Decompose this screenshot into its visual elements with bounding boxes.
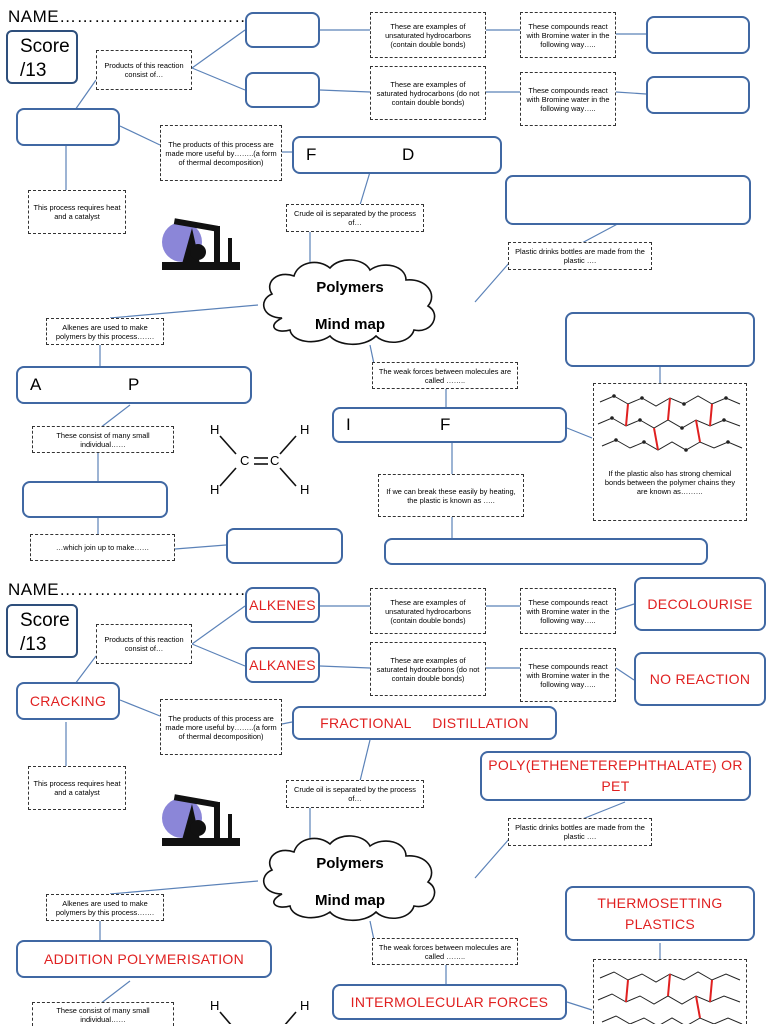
connector-lines-answers — [65, 603, 661, 1011]
note-crude-2: Crude oil is separated by the process of… — [286, 780, 424, 808]
atom-c1: C — [240, 453, 250, 468]
note-strong-bonds: If the plastic also has strong chemical … — [604, 469, 736, 496]
atom-h4: H — [300, 482, 310, 497]
hint-f2: F — [440, 415, 451, 434]
hint-i: I — [346, 415, 351, 434]
score-total: /13 — [20, 60, 47, 81]
answer-box-intermolecular-forces[interactable]: I F — [332, 407, 567, 443]
note-bromine-1-2: These compounds react with Bromine water… — [520, 588, 616, 634]
note-useful: The products of this process are made mo… — [160, 125, 282, 181]
note-bottles: Plastic drinks bottles are made from the… — [508, 242, 652, 270]
answer-cracking: CRACKING — [16, 682, 120, 720]
note-small: These consist of many small individual…… — [32, 426, 174, 453]
note-unsaturated: These are examples of unsaturated hydroc… — [370, 12, 486, 58]
note-small-2: These consist of many small individual…… — [32, 1002, 174, 1026]
score-total-2: /13 — [20, 634, 47, 655]
answer-box-polymer[interactable] — [226, 528, 343, 564]
answer-thermosetting: THERMOSETTING PLASTICS — [565, 886, 755, 941]
note-heat: This process requires heat and a catalys… — [28, 190, 126, 234]
polymer-chains-icon-2 — [597, 971, 743, 1024]
note-products-2: Products of this reaction consist of… — [96, 624, 192, 664]
name-label-2: NAME…………………………… — [8, 580, 252, 599]
answer-box-fractional-distillation[interactable]: F D — [292, 136, 502, 174]
polymer-network-image-2 — [593, 959, 747, 1024]
atom-h3: H — [210, 482, 220, 497]
polymer-chains-icon — [597, 394, 743, 452]
note-heat-2: This process requires heat and a catalys… — [28, 766, 126, 810]
note-saturated: These are examples of saturated hydrocar… — [370, 66, 486, 120]
note-weak-forces-2: The weak forces between molecules are ca… — [372, 938, 518, 965]
answer-box-addition-polymerisation[interactable]: A P — [16, 366, 252, 404]
answer-no-reaction: NO REACTION — [634, 652, 766, 706]
answer-alkenes: ALKENES — [245, 587, 320, 623]
note-weak-forces: The weak forces between molecules are ca… — [372, 362, 518, 389]
oil-pump-icon — [162, 218, 240, 270]
score-label: Score — [20, 36, 70, 57]
worksheet-answers: NAME…………………………… Score /13 Products of th… — [0, 576, 768, 1026]
oil-pump-icon-2 — [162, 794, 240, 846]
note-alkenes-used-2: Alkenes are used to make polymers by thi… — [46, 894, 164, 921]
note-products: Products of this reaction consist of… — [96, 50, 192, 90]
answer-addition-polymerisation: ADDITION POLYMERISATION — [16, 940, 272, 978]
cloud-shape-2 — [262, 835, 436, 922]
answer-box-alkanes[interactable] — [245, 72, 320, 108]
score-box: Score /13 — [6, 30, 78, 84]
answer-decolourise: DECOLOURISE — [634, 577, 766, 631]
atom-h1-2: H — [210, 998, 220, 1013]
answer-box-cracking[interactable] — [16, 108, 120, 146]
note-alkenes-used: Alkenes are used to make polymers by thi… — [46, 318, 164, 345]
polymer-network-image: If the plastic also has strong chemical … — [593, 383, 747, 521]
note-useful-2: The products of this process are made mo… — [160, 699, 282, 755]
cloud-title: Polymers — [316, 279, 384, 296]
worksheet-blank: NAME…………………………… Score /13 Products of th… — [6, 7, 755, 565]
note-unsaturated-2: These are examples of unsaturated hydroc… — [370, 588, 486, 634]
atom-h1: H — [210, 422, 220, 437]
atom-h2-2: H — [300, 998, 310, 1013]
score-label-2: Score — [20, 610, 70, 631]
ethene-molecule: H H C C H H — [206, 420, 316, 500]
note-saturated-2: These are examples of saturated hydrocar… — [370, 642, 486, 696]
answer-box-alkenes[interactable] — [245, 12, 320, 48]
answer-box-pet[interactable] — [505, 175, 751, 225]
answer-box-no-reaction[interactable] — [646, 76, 750, 114]
atom-c2: C — [270, 453, 280, 468]
note-heating: If we can break these easily by heating,… — [378, 474, 524, 517]
name-label: NAME…………………………… — [8, 7, 252, 26]
answer-box-decolourise[interactable] — [646, 16, 750, 54]
atom-h2: H — [300, 422, 310, 437]
connector-lines — [65, 29, 661, 550]
answer-box-thermoplastic[interactable] — [384, 538, 708, 565]
hint-d: D — [402, 145, 415, 164]
note-bromine-2: These compounds react with Bromine water… — [520, 72, 616, 126]
score-box-2: Score /13 — [6, 604, 78, 658]
note-bromine-2-2: These compounds react with Bromine water… — [520, 648, 616, 702]
note-join: …which join up to make…… — [30, 534, 175, 561]
note-bromine-1: These compounds react with Bromine water… — [520, 12, 616, 58]
ethene-molecule-2: H H — [206, 996, 316, 1024]
note-crude: Crude oil is separated by the process of… — [286, 204, 424, 232]
hint-a: A — [30, 375, 42, 394]
hint-p: P — [128, 375, 140, 394]
cloud-subtitle-2: Mind map — [315, 892, 385, 909]
answer-fractional-distillation: FRACTIONAL DISTILLATION — [292, 706, 557, 740]
ethene-bonds-icon — [219, 435, 297, 487]
cloud-subtitle: Mind map — [315, 316, 385, 333]
answer-pet: POLY(ETHENETEREPHTHALATE) OR PET — [480, 751, 751, 801]
note-bottles-2: Plastic drinks bottles are made from the… — [508, 818, 652, 846]
answer-intermolecular: INTERMOLECULAR FORCES — [332, 984, 567, 1020]
cloud-title-2: Polymers — [316, 855, 384, 872]
hint-f: F — [306, 145, 317, 164]
answer-alkanes: ALKANES — [245, 647, 320, 683]
answer-box-monomers[interactable] — [22, 481, 168, 518]
answer-box-thermosetting[interactable] — [565, 312, 755, 367]
cloud-shape — [262, 259, 436, 346]
